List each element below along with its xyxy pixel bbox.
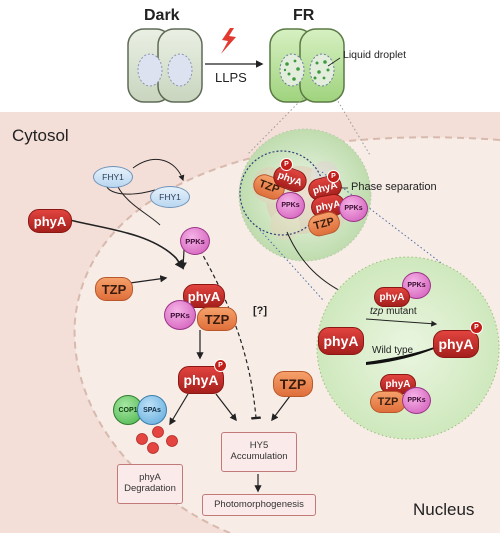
ps-ppks-1: PPKs bbox=[276, 192, 305, 219]
liquid-droplet-pointer bbox=[327, 57, 341, 67]
ppks-inhibition-line bbox=[199, 249, 261, 420]
nucleus-label: Nucleus bbox=[413, 500, 475, 519]
fr-cells bbox=[269, 28, 345, 103]
phya-degradation-box: phyA Degradation bbox=[117, 464, 183, 504]
ps-phospho-1: P bbox=[280, 158, 293, 171]
phospho-to-degradation-arrow bbox=[169, 393, 189, 426]
drop-tzp-bottom: TZP bbox=[370, 391, 406, 413]
degradation-label-line2: Degradation bbox=[124, 483, 176, 494]
dark-cells bbox=[127, 28, 203, 103]
phya-import-arrow bbox=[69, 219, 185, 270]
liquid-droplet-label: Liquid droplet bbox=[343, 49, 407, 61]
drop-phospho: P bbox=[470, 321, 483, 334]
tzp-free: TZP bbox=[95, 277, 133, 301]
complex-ppks: PPKs bbox=[164, 300, 196, 330]
unknown-mechanism-label: [?] bbox=[253, 305, 268, 317]
tzp-to-hy5-arrow bbox=[271, 395, 291, 422]
degraded-phya-fragments bbox=[136, 426, 178, 454]
phya-cytosol: phyA bbox=[28, 209, 72, 233]
drop-ppks-top: PPKs bbox=[402, 272, 431, 299]
drop-phya-left: phyA bbox=[318, 327, 364, 355]
phya-phosphorylated: phyA bbox=[178, 366, 224, 394]
spas: SPAs bbox=[137, 395, 167, 425]
phospho-badge: P bbox=[214, 359, 227, 372]
fhy1-nuclear: FHY1 bbox=[150, 186, 190, 208]
ppks-to-complex-arrow bbox=[179, 249, 187, 270]
llps-label: LLPS bbox=[215, 70, 247, 85]
tzp-mutant-italic: tzp bbox=[370, 306, 384, 317]
drop-ppks-bottom: PPKs bbox=[402, 387, 431, 414]
hy5-label-line1: HY5 bbox=[249, 440, 269, 452]
fr-label: FR bbox=[293, 7, 315, 24]
phase-separation-label: Phase separation bbox=[351, 181, 437, 193]
zoom-line-left bbox=[246, 97, 304, 156]
fhy1-to-fhy1-arrow bbox=[132, 159, 185, 182]
degradation-label-line1: phyA bbox=[139, 472, 161, 484]
fhy1-binding-arrow bbox=[117, 186, 161, 226]
photomorphogenesis-box: Photomorphogenesis bbox=[202, 494, 316, 516]
zoom-line-right bbox=[335, 97, 371, 156]
far-red-light-icon bbox=[221, 28, 236, 54]
complex-tzp: TZP bbox=[197, 307, 237, 331]
tzp-mutant-rest: mutant bbox=[383, 306, 417, 317]
tzp-mutant-label: tzp mutant bbox=[370, 307, 417, 317]
phospho-to-hy5-arrow bbox=[215, 393, 237, 422]
wild-type-label: Wild type bbox=[372, 345, 414, 356]
hy5-accumulation-box: HY5 Accumulation bbox=[221, 432, 297, 472]
drop-phya-top: phyA bbox=[374, 287, 410, 307]
hy5-label-line2: Accumulation bbox=[230, 451, 288, 462]
ps-phospho-2: P bbox=[327, 170, 340, 183]
drop-phya-right: phyA bbox=[433, 330, 479, 358]
zoomed-droplet bbox=[316, 256, 500, 440]
tzp-to-complex-arrow bbox=[129, 275, 168, 284]
tzp-mutant-arrow bbox=[365, 318, 438, 327]
cytosol-label: Cytosol bbox=[12, 126, 69, 145]
fhy1-cytosol: FHY1 bbox=[93, 166, 133, 188]
zoom-line-2b bbox=[321, 171, 471, 286]
ppks-free: PPKs bbox=[180, 227, 210, 255]
ps-ppks-2: PPKs bbox=[339, 195, 368, 222]
complex-phya: phyA bbox=[183, 284, 225, 308]
dark-label: Dark bbox=[144, 7, 180, 24]
tzp-nuclear: TZP bbox=[273, 371, 313, 397]
